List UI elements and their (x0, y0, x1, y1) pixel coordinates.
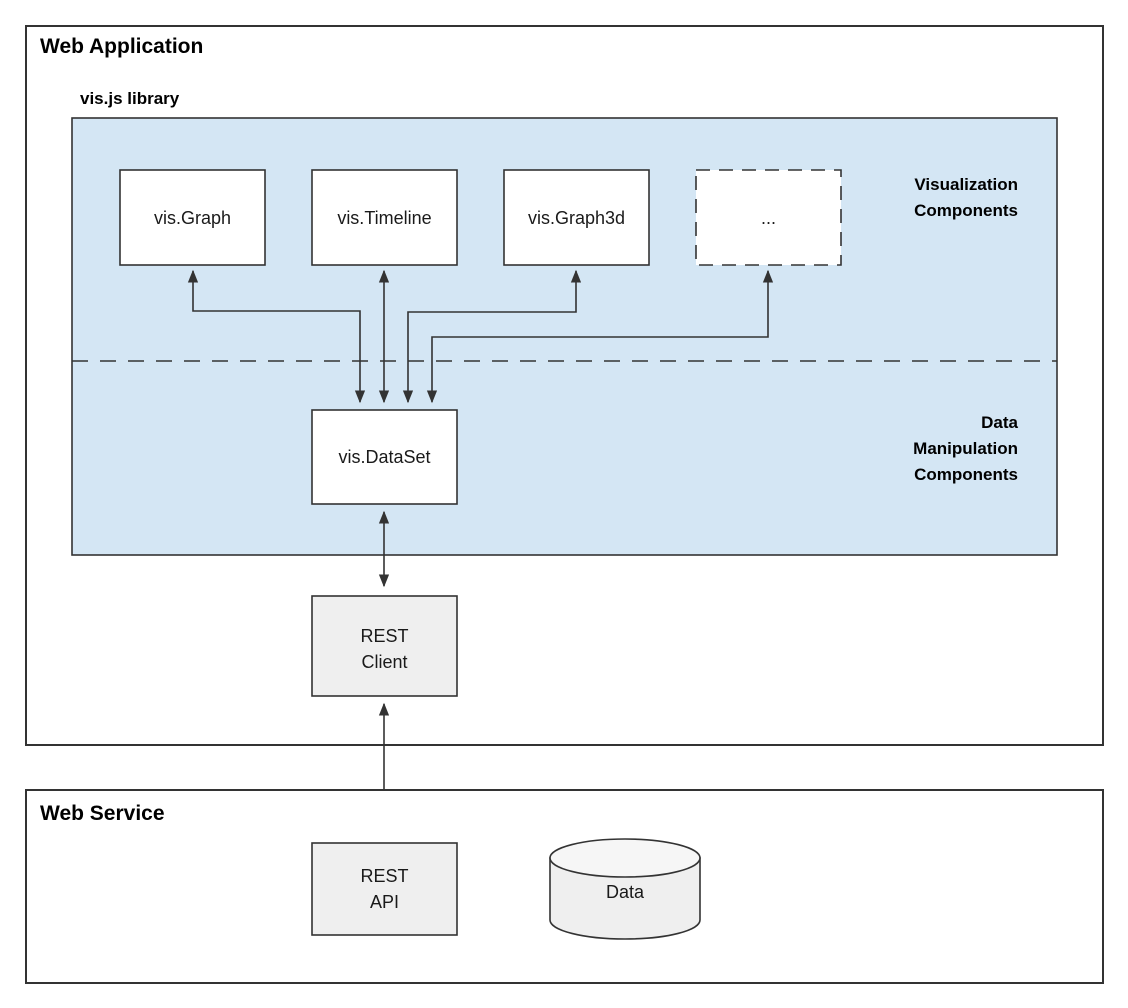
node-vis-dataset-label: vis.DataSet (338, 447, 430, 467)
node-rest-client-label-line1: REST (360, 626, 408, 646)
node-rest-client-label-line2: Client (361, 652, 407, 672)
node-rest-api-box[interactable] (311, 842, 458, 936)
node-vis-timeline[interactable]: vis.Timeline (311, 169, 458, 266)
node-more-components-box[interactable] (695, 169, 842, 266)
zone-label-data-manipulation: Data Manipulation Components (913, 413, 1018, 484)
data-store-cylinder-top (549, 838, 701, 878)
node-data-store[interactable]: Data (549, 838, 701, 940)
node-rest-api-label-line1: REST (360, 866, 408, 886)
node-vis-graph-box[interactable] (119, 169, 266, 266)
node-vis-graph3d-box[interactable] (503, 169, 650, 266)
node-rest-client[interactable]: REST Client (311, 595, 458, 697)
library-panel-title: vis.js library (80, 89, 180, 108)
node-data-store-label: Data (606, 882, 645, 902)
node-vis-timeline-label: vis.Timeline (337, 208, 431, 228)
zone-label-visualization: Visualization Components (914, 175, 1018, 220)
connector-dataset-to-vis-graph (187, 269, 366, 404)
svg-text:Components: Components (914, 465, 1018, 484)
svg-text:Manipulation: Manipulation (913, 439, 1018, 458)
data-store-cylinder-body[interactable] (549, 857, 701, 940)
node-vis-graph[interactable]: vis.Graph (119, 169, 266, 266)
connector-dataset-to-more-components (426, 269, 774, 404)
node-rest-api[interactable]: REST API (311, 842, 458, 936)
node-vis-graph3d-label: vis.Graph3d (528, 208, 625, 228)
node-more-components[interactable]: ... (695, 169, 842, 266)
container-title-web-application: Web Application (40, 35, 203, 58)
container-title-web-service: Web Service (40, 802, 165, 825)
node-rest-client-box[interactable] (311, 595, 458, 697)
node-vis-dataset[interactable]: vis.DataSet (311, 409, 458, 505)
svg-text:Visualization: Visualization (914, 175, 1018, 194)
node-rest-api-label-line2: API (370, 892, 399, 912)
node-more-components-label: ... (761, 208, 776, 228)
svg-text:Components: Components (914, 201, 1018, 220)
node-vis-graph-label: vis.Graph (154, 208, 231, 228)
node-vis-dataset-box[interactable] (311, 409, 458, 505)
node-vis-timeline-box[interactable] (311, 169, 458, 266)
node-vis-graph3d[interactable]: vis.Graph3d (503, 169, 650, 266)
svg-text:Data: Data (981, 413, 1018, 432)
